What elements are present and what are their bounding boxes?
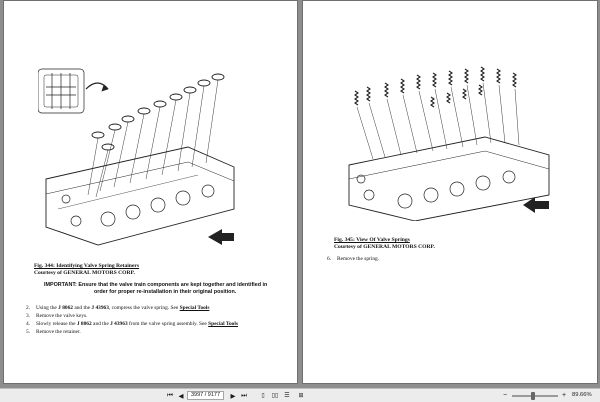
special-tools-link[interactable]: Special Tools — [179, 305, 210, 311]
next-page-icon[interactable]: ▶ — [230, 392, 236, 400]
zoom-slider-track[interactable] — [512, 395, 558, 397]
caption-title: Fig. 344: Identifying Valve Spring Retai… — [34, 263, 140, 269]
zoom-slider-thumb[interactable] — [530, 392, 535, 400]
caption-credit: Courtesy of GENERAL MOTORS CORP. — [334, 244, 435, 250]
important-line-1: Ensure that the valve train components a… — [78, 282, 268, 288]
figure-caption: Fig. 345: View Of Valve Springs Courtesy… — [334, 237, 435, 251]
zoom-in-icon[interactable]: + — [561, 392, 567, 399]
caption-credit: Courtesy of GENERAL MOTORS CORP. — [34, 270, 135, 276]
continuous-view-icon[interactable]: ☰ — [284, 393, 290, 399]
facing-view-icon[interactable]: ⊞ — [298, 393, 304, 399]
zoom-level: 89.66% — [572, 392, 592, 398]
step-item: 6.Remove the spring. — [327, 256, 380, 262]
important-note: IMPORTANT: Ensure that the valve train c… — [34, 282, 289, 296]
figure-caption: Fig. 344: Identifying Valve Spring Retai… — [34, 263, 139, 277]
previous-page-icon[interactable]: ◀ — [178, 392, 184, 400]
procedure-steps: 2.Using the J 8062 and the J 43963, comp… — [26, 304, 294, 336]
last-page-icon[interactable]: ⏭ — [241, 391, 247, 399]
single-page-view-icon[interactable]: ▯ — [261, 393, 265, 399]
step-item: 2.Using the J 8062 and the J 43963, comp… — [26, 305, 210, 311]
valve-springs-illustration — [348, 66, 550, 221]
document-page-left: Fig. 344: Identifying Valve Spring Retai… — [3, 0, 298, 384]
zoom-out-icon[interactable]: − — [502, 392, 508, 399]
procedure-steps: 6.Remove the spring. — [327, 255, 577, 263]
first-page-icon[interactable]: ⏮ — [167, 391, 173, 399]
special-tools-link[interactable]: Special Tools — [208, 321, 238, 328]
important-label: IMPORTANT: — [44, 282, 77, 288]
important-line-2: order for proper re-installation in thei… — [94, 288, 237, 295]
valve-spring-retainers-illustration — [38, 68, 235, 246]
viewer-statusbar: ⏮ ◀ 3997 / 9177 ▶ ⏭ ▯ ▯▯ ☰ ⊞ − + 89.66% — [0, 388, 600, 402]
page-number-input[interactable]: 3997 / 9177 — [187, 391, 224, 400]
caption-title: Fig. 345: View Of Valve Springs — [334, 237, 410, 243]
step-item: 4.Slowly release the J 8062 and the J 43… — [26, 321, 238, 328]
two-page-view-icon[interactable]: ▯▯ — [271, 393, 279, 399]
step-item: 3.Remove the valve keys. — [26, 313, 88, 320]
document-page-right: Fig. 345: View Of Valve Springs Courtesy… — [302, 0, 598, 384]
step-item: 5.Remove the retainer. — [26, 329, 81, 336]
